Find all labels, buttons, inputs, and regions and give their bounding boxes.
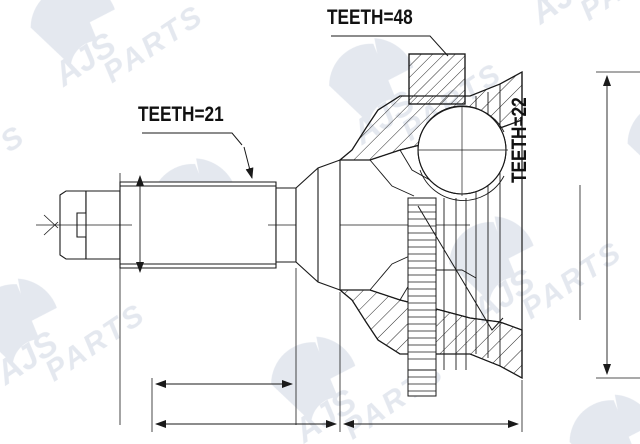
dimension-lines [119, 71, 640, 432]
ball-bearing [417, 105, 508, 201]
leader-lines [142, 35, 504, 331]
label-teeth-21: TEETH=21 [138, 103, 224, 126]
splined-shaft [36, 181, 470, 269]
label-teeth-22: TEETH=22 [508, 97, 531, 183]
abs-tone-ring [407, 197, 467, 397]
label-teeth-48: TEETH=48 [327, 6, 413, 29]
shaft-taper [295, 159, 341, 291]
boot-retainer-block [408, 53, 466, 105]
